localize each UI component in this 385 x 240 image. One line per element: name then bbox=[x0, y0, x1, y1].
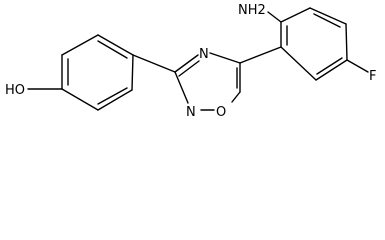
bond bbox=[174, 71, 189, 104]
double-bond bbox=[316, 57, 343, 75]
amine-label: NH2 bbox=[238, 3, 266, 18]
oxadiazole-nitrogen-bottom-label: N bbox=[186, 105, 196, 120]
bond bbox=[346, 59, 369, 73]
bond bbox=[315, 59, 348, 81]
hydroxyl-label: HO bbox=[5, 83, 25, 98]
double-bond bbox=[178, 60, 200, 77]
fluorine-label: F bbox=[369, 69, 376, 84]
bond bbox=[231, 91, 241, 103]
bond bbox=[97, 89, 133, 111]
bond bbox=[61, 88, 99, 111]
oxadiazole-oxygen-label: O bbox=[216, 105, 226, 120]
bond bbox=[267, 11, 282, 23]
bond bbox=[97, 34, 134, 56]
molecule-structure: HO NH2 N N O F bbox=[5, 3, 376, 120]
bond bbox=[309, 7, 347, 25]
bond bbox=[132, 54, 176, 73]
oxadiazole-nitrogen-top-label: N bbox=[199, 47, 209, 62]
double-bond bbox=[313, 13, 341, 28]
bond bbox=[209, 52, 241, 64]
phenol-ring bbox=[61, 34, 134, 111]
bond bbox=[61, 34, 99, 56]
bond bbox=[131, 54, 134, 91]
bond bbox=[239, 46, 282, 64]
bond bbox=[280, 7, 311, 23]
bond bbox=[280, 46, 317, 81]
double-bond bbox=[97, 40, 128, 59]
oxadiazole-ring bbox=[174, 52, 241, 111]
fluoroaniline-ring bbox=[280, 7, 348, 81]
double-bond bbox=[174, 54, 199, 73]
bond bbox=[345, 23, 348, 61]
double-bond bbox=[97, 87, 128, 105]
